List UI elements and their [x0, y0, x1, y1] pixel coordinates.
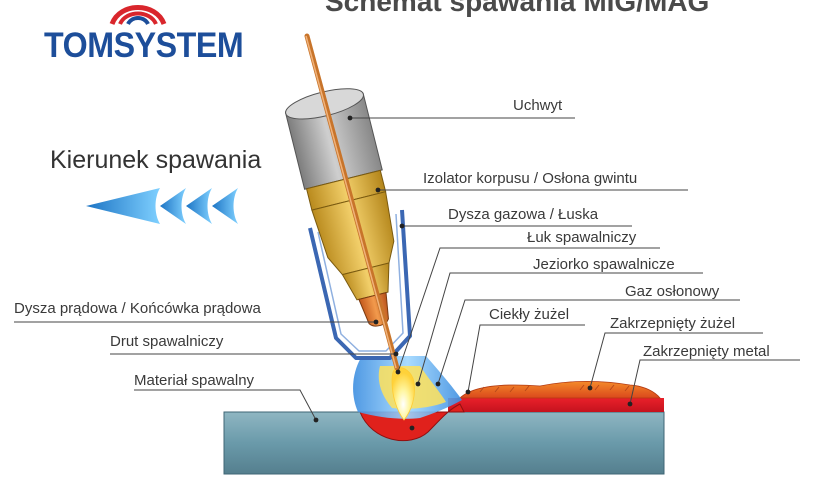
label-izolator: Izolator korpusu / Osłona gwintu	[423, 170, 638, 187]
solidified-slag	[457, 380, 661, 402]
base-plate	[223, 411, 665, 475]
label-jeziorko: Jeziorko spawalnicze	[533, 256, 675, 273]
direction-label: Kierunek spawania	[50, 146, 262, 174]
slag-texture	[479, 384, 630, 393]
page-title: Schemat spawania MIG/MAG	[325, 0, 710, 17]
label-drut: Drut spawalniczy	[110, 333, 224, 350]
label-dysza-gazowa: Dysza gazowa / Łuska	[448, 206, 599, 223]
label-ciekly-zuzel: Ciekły żużel	[489, 306, 570, 323]
torch	[285, 88, 395, 327]
leader-lines	[14, 117, 800, 421]
label-gaz: Gaz osłonowy	[625, 283, 720, 300]
brand-logo-text: TOMSYSTEM	[44, 26, 244, 65]
flag-arc-logo-icon	[109, 5, 167, 26]
direction-arrow	[86, 188, 238, 224]
leader-dots	[313, 115, 633, 431]
welding-arc	[391, 367, 415, 421]
gas-nozzle-inner	[317, 213, 404, 352]
label-zakrzepniety-metal: Zakrzepnięty metal	[643, 343, 770, 360]
label-dysza-pradowa: Dysza prądowa / Końcówka prądowa	[14, 300, 261, 317]
gas-nozzle	[308, 209, 412, 360]
label-material: Materiał spawalny	[134, 372, 255, 389]
label-luk: Łuk spawalniczy	[527, 229, 637, 246]
label-uchwyt: Uchwyt	[513, 97, 563, 114]
label-zakrzepniety-zuzel: Zakrzepnięty żużel	[610, 315, 736, 332]
welding-wire	[304, 33, 400, 371]
weld-bead	[448, 398, 664, 412]
